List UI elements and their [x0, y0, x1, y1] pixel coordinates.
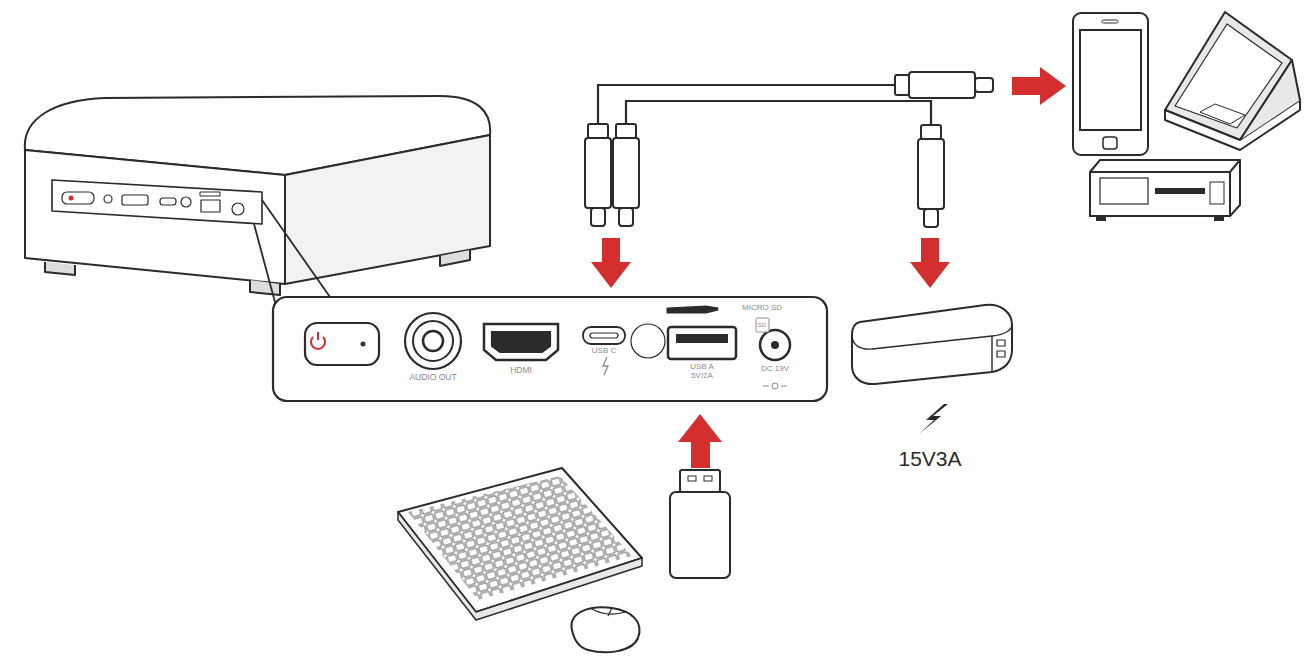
media-player	[1090, 160, 1240, 221]
voltage-label: 15V3A	[880, 447, 980, 470]
port-label: HDMI	[501, 366, 541, 375]
laptop	[1165, 12, 1300, 150]
zoom-leader	[254, 200, 330, 306]
smartphone	[1073, 13, 1148, 155]
mouse	[572, 607, 640, 652]
projector	[25, 96, 490, 295]
usb-stick	[670, 470, 730, 578]
power-symbol	[919, 404, 948, 434]
card-icon-text: SD	[756, 322, 768, 329]
usb-c-cable	[585, 72, 993, 227]
keyboard	[398, 465, 645, 620]
port-panel	[273, 297, 827, 401]
direction-arrow	[591, 67, 1066, 468]
port-label: MICRO SD	[732, 304, 792, 313]
power-bank	[852, 305, 1012, 384]
port-label: AUDIO OUT	[403, 373, 463, 382]
port-label: DC 19V	[753, 365, 797, 374]
port-label: USB C	[586, 347, 622, 356]
port-label: USB A 5V/2A	[684, 363, 720, 381]
